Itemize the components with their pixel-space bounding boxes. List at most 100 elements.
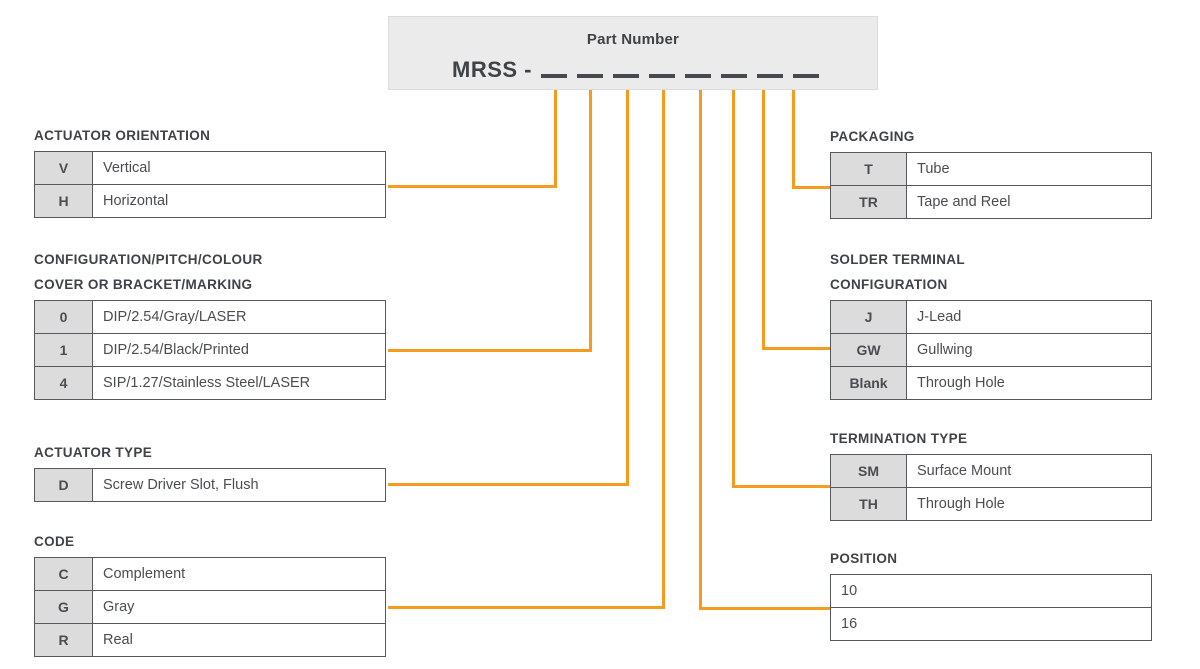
section-title-actuator-type: ACTUATOR TYPE (34, 445, 153, 460)
option-description: Real (92, 623, 386, 657)
option-code: R (34, 623, 93, 657)
part-number-blank-4 (649, 74, 675, 78)
table-row: C Complement (34, 557, 386, 591)
option-description: Through Hole (906, 487, 1152, 521)
option-description: 10 (830, 574, 1152, 608)
option-description: Horizontal (92, 184, 386, 218)
option-code: GW (830, 333, 907, 367)
option-code: G (34, 590, 93, 624)
table-row: 16 (830, 607, 1152, 641)
option-description: Tape and Reel (906, 185, 1152, 219)
section-actuator-type: ACTUATOR TYPE D Screw Driver Slot, Flush (34, 440, 386, 502)
table-solder-terminal-configuration: J J-Lead GW Gullwing Blank Through Hole (830, 300, 1152, 400)
option-description: DIP/2.54/Black/Printed (92, 333, 386, 367)
connector-line-solder-terminal-vertical (762, 90, 765, 350)
connector-line-termination-type-vertical (732, 90, 735, 488)
table-row: Blank Through Hole (830, 366, 1152, 400)
section-solder-terminal-configuration: SOLDER TERMINAL CONFIGURATION J J-Lead G… (830, 247, 1152, 400)
part-number-prefix: MRSS - (452, 57, 532, 82)
section-title-actuator-orientation: ACTUATOR ORIENTATION (34, 128, 211, 143)
table-configuration: 0 DIP/2.54/Gray/LASER 1 DIP/2.54/Black/P… (34, 300, 386, 400)
option-code: V (34, 151, 93, 185)
table-row: 1 DIP/2.54/Black/Printed (34, 333, 386, 367)
option-description: DIP/2.54/Gray/LASER (92, 300, 386, 334)
section-position: POSITION 10 16 (830, 546, 1152, 641)
section-title-solder-terminal-configuration: SOLDER TERMINAL CONFIGURATION (830, 252, 965, 292)
option-code: C (34, 557, 93, 591)
table-row: D Screw Driver Slot, Flush (34, 468, 386, 502)
table-row: R Real (34, 623, 386, 657)
table-row: J J-Lead (830, 300, 1152, 334)
connector-line-configuration-horizontal (388, 349, 592, 352)
connector-line-configuration-vertical (589, 90, 592, 352)
part-number-title: Part Number (586, 31, 680, 48)
option-description: Tube (906, 152, 1152, 186)
table-position: 10 16 (830, 574, 1152, 641)
connector-line-position-horizontal (699, 607, 832, 610)
connector-line-packaging-vertical (792, 90, 795, 189)
section-configuration: CONFIGURATION/PITCH/COLOUR COVER OR BRAC… (34, 247, 386, 400)
table-row: TH Through Hole (830, 487, 1152, 521)
option-code: 0 (34, 300, 93, 334)
option-code: H (34, 184, 93, 218)
connector-line-position-vertical (699, 90, 702, 610)
connector-line-termination-type-horizontal (732, 485, 832, 488)
option-code: TH (830, 487, 907, 521)
option-description: 16 (830, 607, 1152, 641)
table-row: SM Surface Mount (830, 454, 1152, 488)
part-number-blank-8 (793, 74, 819, 78)
option-code: D (34, 468, 93, 502)
table-row: 4 SIP/1.27/Stainless Steel/LASER (34, 366, 386, 400)
part-number-blanks (541, 74, 829, 78)
section-title-packaging: PACKAGING (830, 129, 915, 144)
table-packaging: T Tube TR Tape and Reel (830, 152, 1152, 219)
connector-line-actuator-type-horizontal (388, 483, 629, 486)
part-number-blank-1 (541, 74, 567, 78)
section-title-position: POSITION (830, 551, 898, 566)
table-row: GW Gullwing (830, 333, 1152, 367)
connector-line-actuator-orientation-horizontal (388, 185, 557, 188)
section-packaging: PACKAGING T Tube TR Tape and Reel (830, 124, 1152, 219)
connector-line-solder-terminal-horizontal (762, 347, 832, 350)
option-description: Vertical (92, 151, 386, 185)
option-description: Surface Mount (906, 454, 1152, 488)
part-number-blank-3 (613, 74, 639, 78)
table-row: T Tube (830, 152, 1152, 186)
table-termination-type: SM Surface Mount TH Through Hole (830, 454, 1152, 521)
table-row: V Vertical (34, 151, 386, 185)
table-code: C Complement G Gray R Real (34, 557, 386, 657)
part-number-banner: Part Number MRSS - (388, 16, 878, 90)
table-row: H Horizontal (34, 184, 386, 218)
table-row: G Gray (34, 590, 386, 624)
option-description: Through Hole (906, 366, 1152, 400)
connector-line-actuator-type-vertical (626, 90, 629, 486)
section-termination-type: TERMINATION TYPE SM Surface Mount TH Thr… (830, 426, 1152, 521)
option-description: SIP/1.27/Stainless Steel/LASER (92, 366, 386, 400)
part-number-blank-6 (721, 74, 747, 78)
option-code: 4 (34, 366, 93, 400)
option-code: T (830, 152, 907, 186)
connector-line-packaging-horizontal (792, 186, 832, 189)
table-actuator-type: D Screw Driver Slot, Flush (34, 468, 386, 502)
part-number-blank-2 (577, 74, 603, 78)
option-description: J-Lead (906, 300, 1152, 334)
option-code: TR (830, 185, 907, 219)
option-description: Gray (92, 590, 386, 624)
section-code: CODE C Complement G Gray R Real (34, 529, 386, 657)
section-title-code: CODE (34, 534, 75, 549)
part-number-blank-7 (757, 74, 783, 78)
option-description: Gullwing (906, 333, 1152, 367)
section-actuator-orientation: ACTUATOR ORIENTATION V Vertical H Horizo… (34, 123, 386, 218)
option-description: Screw Driver Slot, Flush (92, 468, 386, 502)
option-code: Blank (830, 366, 907, 400)
connector-line-code-vertical (662, 90, 665, 609)
option-code: SM (830, 454, 907, 488)
connector-line-actuator-orientation-vertical (554, 90, 557, 188)
section-title-configuration: CONFIGURATION/PITCH/COLOUR COVER OR BRAC… (34, 252, 263, 292)
part-number-blank-5 (685, 74, 711, 78)
option-code: J (830, 300, 907, 334)
table-row: TR Tape and Reel (830, 185, 1152, 219)
table-actuator-orientation: V Vertical H Horizontal (34, 151, 386, 218)
option-code: 1 (34, 333, 93, 367)
